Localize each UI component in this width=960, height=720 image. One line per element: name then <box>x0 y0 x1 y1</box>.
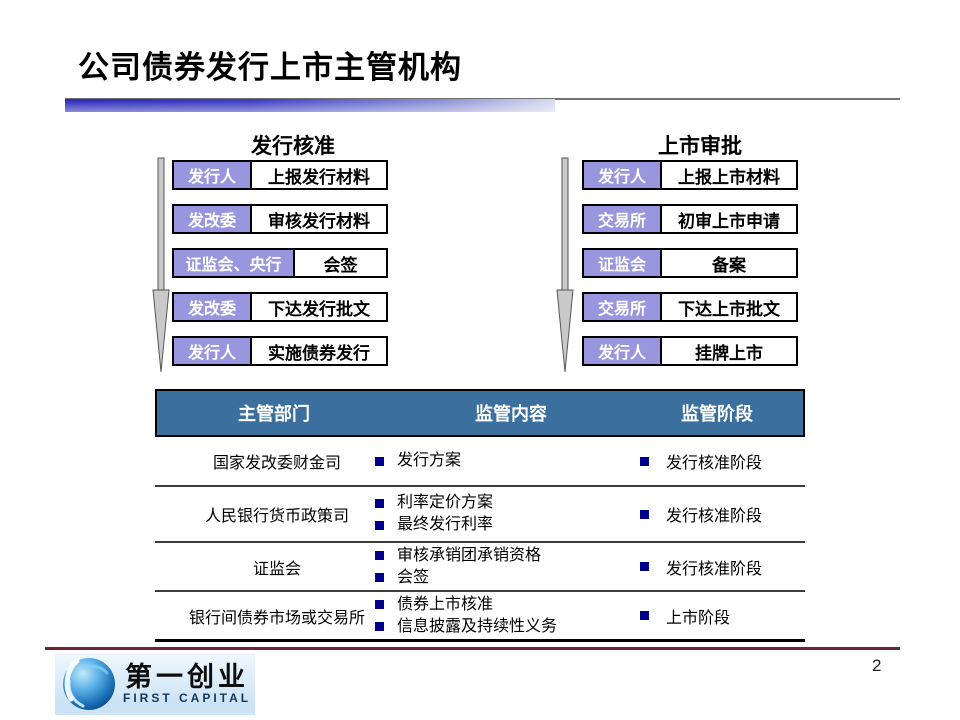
table-header-content: 监管内容 <box>475 404 547 424</box>
stage-label: 上市阶段 <box>666 609 731 627</box>
content-item-label: 利率定价方案 <box>397 494 494 511</box>
content-item: 审核承销团承销资格 <box>375 546 625 566</box>
flow-step: 发改委 下达发行批文 <box>172 292 388 322</box>
flow-actor: 发行人 <box>172 336 252 366</box>
content-item-label: 会签 <box>397 568 430 586</box>
content-item: 会签 <box>375 568 625 588</box>
globe-icon <box>63 658 115 710</box>
flow-action: 初审上市申请 <box>662 204 798 234</box>
flow-actor: 证监会、央行 <box>172 248 295 278</box>
stage-label: 发行核准阶段 <box>666 508 763 525</box>
stage-label: 发行核准阶段 <box>666 560 763 578</box>
flow-step: 交易所 下达上市批文 <box>582 292 798 322</box>
bullet-square-icon <box>375 498 384 508</box>
flow-action: 实施债券发行 <box>252 336 388 366</box>
logo-en-label: FIRST CAPITAL <box>123 690 252 705</box>
bullet-square-icon <box>640 456 649 466</box>
flow-action: 会签 <box>295 248 388 278</box>
stage-cell: 发行核准阶段 <box>640 487 762 541</box>
flow-actor: 发行人 <box>582 160 662 190</box>
bullet-square-icon <box>375 456 384 466</box>
arrow-down-icon <box>556 157 574 373</box>
flow-step: 证监会、央行 会签 <box>172 248 388 278</box>
flow-step: 发行人 实施债券发行 <box>172 336 388 366</box>
page-number: 2 <box>872 656 882 675</box>
arrow-down-icon <box>152 157 170 373</box>
table-header-stage: 监管阶段 <box>681 404 753 424</box>
content-cell: 利率定价方案 最终发行利率 <box>375 487 625 541</box>
content-item-label: 债券上市核准 <box>397 595 494 613</box>
flow-action: 下达上市批文 <box>662 292 798 322</box>
page-title: 公司债券发行上市主管机构 <box>78 50 462 85</box>
flow-step: 发行人 上报发行材料 <box>172 160 388 190</box>
bullet-square-icon <box>640 611 649 620</box>
flow-action: 下达发行批文 <box>252 292 388 322</box>
table-row: 国家发改委财金司 发行方案 发行核准阶段 <box>155 437 805 487</box>
company-logo: 第一创业 FIRST CAPITAL <box>55 653 255 715</box>
org-cell: 国家发改委财金司 <box>212 455 341 472</box>
org-cell: 银行间债券市场或交易所 <box>188 609 365 627</box>
stage-cell: 上市阶段 <box>640 592 730 639</box>
content-item-label: 审核承销团承销资格 <box>397 546 542 564</box>
content-item: 发行方案 <box>375 451 625 471</box>
flow-step: 证监会 备案 <box>582 248 798 278</box>
table-header-row: 主管部门 监管内容 监管阶段 <box>155 389 805 437</box>
bullet-square-icon <box>640 562 649 571</box>
bullet-square-icon <box>375 520 384 530</box>
logo-text: 第一创业 FIRST CAPITAL <box>123 663 251 706</box>
content-item-label: 发行方案 <box>397 452 462 469</box>
table-row: 银行间债券市场或交易所 债券上市核准 信息披露及持续性义务 上市阶段 <box>155 592 805 642</box>
stage-cell: 发行核准阶段 <box>640 543 762 590</box>
flow-action: 上报上市材料 <box>662 160 798 190</box>
content-item: 利率定价方案 <box>375 493 625 513</box>
flow-action: 备案 <box>662 248 798 278</box>
org-cell: 人民银行货币政策司 <box>204 508 349 525</box>
flow-action: 挂牌上市 <box>662 336 798 366</box>
flow-actor: 发改委 <box>172 292 252 322</box>
stage-cell: 发行核准阶段 <box>640 437 762 485</box>
regulator-table: 主管部门 监管内容 监管阶段 国家发改委财金司 发行方案 发行核准阶段 人民银行… <box>155 389 805 642</box>
bullet-square-icon <box>375 622 384 631</box>
flow-action: 上报发行材料 <box>252 160 388 190</box>
content-cell: 审核承销团承销资格 会签 <box>375 543 625 590</box>
table-row: 证监会 审核承销团承销资格 会签 发行核准阶段 <box>155 543 805 592</box>
flow-left-title: 发行核准 <box>251 134 335 158</box>
table-row: 人民银行货币政策司 利率定价方案 最终发行利率 发行核准阶段 <box>155 487 805 543</box>
title-accent-bar <box>65 99 555 112</box>
table-header-org: 主管部门 <box>238 404 310 424</box>
flow-actor: 交易所 <box>582 292 662 322</box>
footer-divider <box>45 647 900 650</box>
org-cell: 证监会 <box>252 560 301 578</box>
bullet-square-icon <box>375 551 384 560</box>
logo-cn-label: 第一创业 <box>125 661 250 692</box>
flow-actor: 证监会 <box>582 248 662 278</box>
bullet-square-icon <box>375 573 384 582</box>
bullet-square-icon <box>640 509 649 519</box>
flow-step: 发改委 审核发行材料 <box>172 204 388 234</box>
content-cell: 发行方案 <box>375 437 625 485</box>
content-item-label: 最终发行利率 <box>397 516 494 533</box>
flow-action: 审核发行材料 <box>252 204 388 234</box>
content-item: 债券上市核准 <box>375 595 625 615</box>
flow-right-title: 上市审批 <box>658 134 742 158</box>
bullet-square-icon <box>375 600 384 609</box>
content-item: 最终发行利率 <box>375 515 625 535</box>
flow-actor: 发行人 <box>582 336 662 366</box>
flow-actor: 发改委 <box>172 204 252 234</box>
flow-actor: 发行人 <box>172 160 252 190</box>
flow-step: 发行人 上报上市材料 <box>582 160 798 190</box>
flow-actor: 交易所 <box>582 204 662 234</box>
flow-step: 交易所 初审上市申请 <box>582 204 798 234</box>
content-item-label: 信息披露及持续性义务 <box>397 617 558 635</box>
content-cell: 债券上市核准 信息披露及持续性义务 <box>375 592 625 639</box>
stage-label: 发行核准阶段 <box>666 455 763 472</box>
content-item: 信息披露及持续性义务 <box>375 617 625 637</box>
flow-step: 发行人 挂牌上市 <box>582 336 798 366</box>
